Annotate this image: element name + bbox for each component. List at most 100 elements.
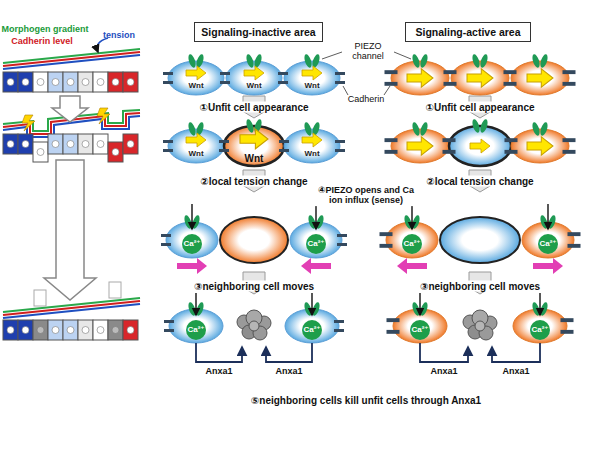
- row4-cells: [164, 293, 574, 343]
- gradient-lines-part: [3, 55, 140, 69]
- tissue-cells-part: [33, 142, 48, 162]
- gradient-lines-part: [3, 49, 140, 63]
- row1-cells-part: [411, 53, 429, 68]
- tissue-cells-part: [7, 141, 14, 148]
- row2-cells-part: [335, 140, 345, 152]
- row2-cells-part: [303, 121, 321, 136]
- row2-cells-part: [531, 121, 549, 136]
- tissue-cells-part: [112, 327, 119, 334]
- tissue-cells-part: [63, 320, 78, 340]
- tissue-cells-part: [48, 134, 63, 154]
- row4-cells-part: [334, 320, 344, 332]
- row1-cells-part: [391, 61, 449, 95]
- tissue-cells-part: [127, 141, 134, 148]
- row2-cells-part: [163, 140, 173, 152]
- row4-cells-part: [463, 310, 497, 340]
- flow-arrows: [44, 96, 96, 300]
- tissue-cells-part: [33, 72, 48, 92]
- step-arrows: [234, 96, 500, 294]
- row3-cells-part: [440, 217, 520, 263]
- row3-cells-part: [220, 217, 288, 263]
- tissue-cells-part: [127, 327, 134, 334]
- gradient-label: Cadherin level: [11, 37, 73, 47]
- row3-cells-part: [380, 232, 393, 248]
- tissue-cells-part: [78, 320, 93, 340]
- tissue-cells-part: [63, 134, 78, 154]
- row2-cells-part: [219, 140, 229, 152]
- tissue-cells-part: [22, 327, 29, 334]
- row3-cells-part: [397, 258, 427, 274]
- row1-cells-part: [244, 66, 264, 80]
- row1-cells-part: [245, 53, 263, 68]
- row2-cells-part: [505, 138, 518, 154]
- tissue-cells-part: [37, 149, 44, 156]
- tissue-cells-part: [52, 79, 59, 86]
- part-label: PIEZO channel: [344, 42, 392, 62]
- row1-cells-part: [511, 61, 569, 95]
- ion-label: Ca²⁺: [182, 234, 202, 254]
- row2-cells-part: [470, 139, 490, 153]
- row3-cells-part: [177, 258, 207, 274]
- leader-lines-part: [322, 52, 342, 59]
- row3-cells-part: [161, 234, 171, 246]
- signal-label: Wnt: [304, 150, 319, 159]
- tissue-cells-part: [93, 320, 108, 340]
- row3-cells-part: [568, 232, 581, 248]
- row1-cells-part: [186, 66, 206, 80]
- row2-cells-part: [527, 137, 553, 155]
- tissue-cells-part: [18, 320, 33, 340]
- step-label: ⑤neighboring cells kill unfit cells thro…: [249, 395, 483, 406]
- tissue-cells-part: [18, 134, 33, 154]
- tissue-cells-part: [48, 320, 63, 340]
- row1-cells-part: [163, 72, 173, 84]
- tissue-cells-part: [97, 79, 104, 86]
- step-label: ③neighboring cell moves: [418, 281, 542, 292]
- part-label: Cadherin: [348, 95, 385, 105]
- protein-label: Anxa1: [502, 367, 529, 377]
- row1-cells-part: [471, 53, 489, 68]
- gradient-label: tension: [103, 31, 135, 41]
- row1-cells-part: [444, 70, 457, 86]
- row4-cells-part: [237, 310, 271, 340]
- row4-cells-part: [311, 293, 312, 315]
- tissue-cells-part: [3, 72, 18, 92]
- tissue-cells-part: [52, 327, 59, 334]
- tissue-cells-part: [97, 141, 104, 148]
- ion-label: Ca²⁺: [302, 320, 322, 340]
- tissue-cells-part: [127, 79, 134, 86]
- protein-label: Anxa1: [275, 367, 302, 377]
- step-label: ②local tension change: [424, 176, 535, 187]
- tissue-cells-part: [108, 142, 123, 162]
- row4-cells-part: [195, 293, 196, 315]
- row4-cells-part: [561, 318, 574, 334]
- step-label: ④PIEZO opens and Ca ion influx (sense): [315, 186, 417, 206]
- tissue-cells-part: [123, 320, 138, 340]
- row1-cells-part: [168, 61, 224, 95]
- row4-cells-part: [164, 320, 174, 332]
- anxa1-arrows: [196, 343, 540, 362]
- row3-cells-part: [547, 204, 548, 229]
- gradient-lines-part: [3, 301, 140, 315]
- ion-label: Ca²⁺: [410, 320, 430, 340]
- header-text: Signaling-inactive area: [201, 26, 315, 38]
- row2-cells-part: [407, 137, 433, 155]
- flow-arrows-part: [44, 160, 96, 300]
- gradient-label: Morphogen gradient: [2, 25, 89, 35]
- ion-label: Ca²⁺: [402, 234, 422, 254]
- row2-cells: [163, 118, 576, 166]
- row1-cells-part: [563, 70, 576, 86]
- row3-cells-part: [411, 204, 412, 229]
- anxa1-arrows-part: [492, 343, 540, 362]
- tissue-cells: [3, 72, 138, 340]
- tissue-cells-part: [67, 141, 74, 148]
- tissue-cells-part: [7, 79, 14, 86]
- anxa1-arrows-part: [420, 343, 468, 362]
- tissue-cells-part: [123, 72, 138, 92]
- tissue-cells-part: [78, 72, 93, 92]
- tissue-cells-part: [37, 79, 44, 86]
- gradient-lines-part: [97, 38, 108, 52]
- row2-cells-part: [187, 121, 205, 136]
- row2-cells-part: [302, 133, 322, 147]
